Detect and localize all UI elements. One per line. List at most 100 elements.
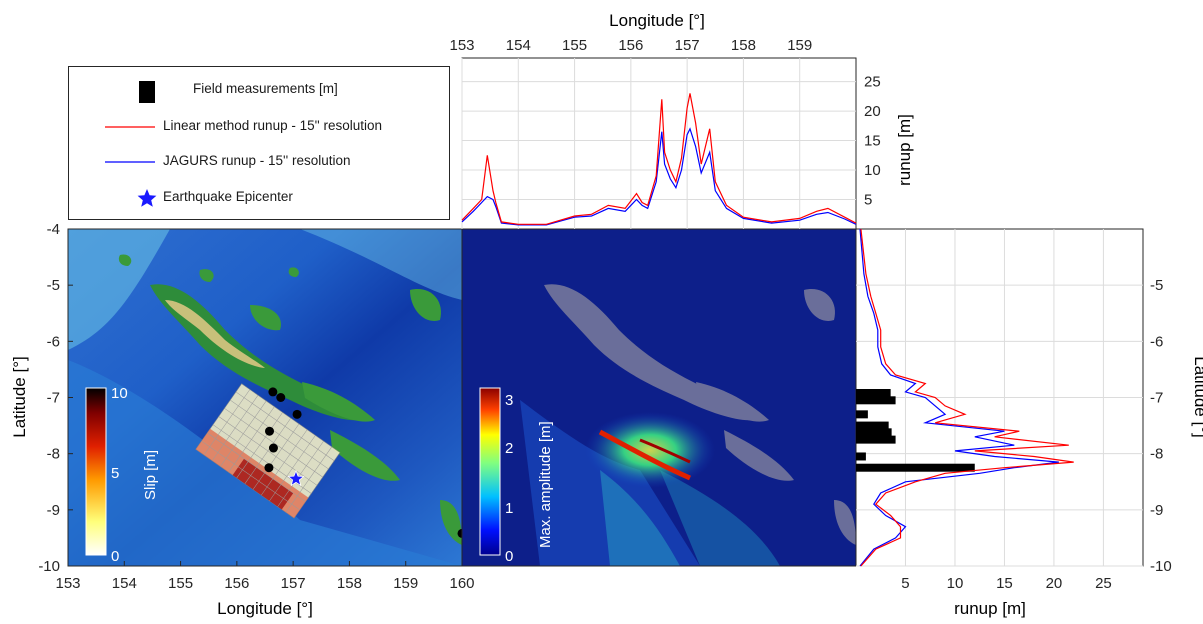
top-x-tick-label: 159 — [787, 37, 812, 54]
sim-wave-lobe-3 — [660, 470, 780, 566]
right-jagurs-runup-line — [859, 228, 1059, 567]
right-x-tick-label: 10 — [947, 575, 964, 592]
amp-colorbar-label: Max. amplitude [m] — [537, 421, 554, 548]
top-x-tick-label: 154 — [506, 37, 531, 54]
right-x-tick-label: 20 — [1046, 575, 1063, 592]
legend: Field measurements [m] Linear method run… — [68, 66, 450, 220]
map-x-tick-label: 154 — [112, 575, 137, 592]
epicenter-marker — [287, 469, 305, 487]
legend-item-jagurs: JAGURS runup - 15'' resolution — [69, 147, 449, 177]
right-linear-runup-line — [860, 228, 1074, 567]
island-small-5 — [440, 500, 462, 545]
legend-label-linear: Linear method runup - 15'' resolution — [163, 118, 383, 133]
slip-colorbar-tick-5: 5 — [111, 465, 119, 482]
right-y-tick-label: -6 — [1150, 333, 1163, 350]
field-measurement-bar — [856, 463, 975, 472]
right-x-tick-label: 25 — [1095, 575, 1112, 592]
black-bar-icon — [139, 81, 155, 103]
map-deep-south — [68, 360, 462, 566]
sim-land-small — [834, 500, 856, 545]
map-y-tick-label: -5 — [47, 277, 60, 294]
top-y-tick-label: 20 — [864, 103, 881, 120]
map-y-tick-label: -4 — [47, 221, 60, 238]
map-x-tick-label: 155 — [168, 575, 193, 592]
amp-colorbar-tick-1: 1 — [505, 500, 513, 517]
map-y-tick-label: -9 — [47, 502, 60, 519]
field-site-dot — [265, 426, 275, 436]
legend-item-field: Field measurements [m] — [69, 75, 449, 105]
right-runup-grid — [856, 229, 1143, 567]
top-y-tick-label: 5 — [864, 192, 872, 209]
blue-star-icon — [137, 189, 157, 207]
map-y-tick-label: -8 — [47, 446, 60, 463]
sim-peak-band-2 — [639, 438, 691, 464]
map-y-ticks: -4-5-6-7-8-9-10 — [38, 221, 73, 575]
island-highlands — [165, 300, 265, 368]
max-amplitude-map — [462, 229, 856, 566]
map-x-tick-label: 159 — [393, 575, 418, 592]
map-x-tick-label: 153 — [55, 575, 80, 592]
legend-label-field: Field measurements [m] — [193, 81, 338, 96]
top-y-tick-label: 15 — [864, 133, 881, 150]
sim-peak-band-1 — [598, 429, 691, 481]
top-y-ticks: 5 10 15 20 25 — [864, 74, 881, 209]
island-new-georgia — [330, 430, 400, 481]
right-y-label: Latitude [°] — [1191, 356, 1203, 437]
field-measurement-bars — [856, 389, 975, 472]
field-measurement-bar — [856, 452, 866, 461]
bathymetry-map — [68, 229, 462, 566]
top-y-tick-label: 25 — [864, 74, 881, 91]
top-x-tick-label: 153 — [449, 37, 474, 54]
field-measurement-bar — [856, 428, 892, 437]
map-x-tick-label: 156 — [224, 575, 249, 592]
top-x-label: Longitude [°] — [609, 11, 705, 30]
top-y-label: runup [m] — [895, 114, 914, 186]
amp-colorbar-tick-3: 3 — [505, 392, 513, 409]
sim-wave-center — [585, 412, 715, 488]
right-y-tick-label: -8 — [1150, 446, 1163, 463]
slip-colorbar: 10 5 0 Slip [m] — [85, 385, 159, 565]
sim-wave-lobe-2 — [600, 470, 680, 566]
amplitude-colorbar: 3 2 1 0 Max. amplitude [m] — [479, 387, 554, 565]
field-site-dot — [268, 387, 278, 397]
right-y-tick-label: -10 — [1150, 558, 1172, 575]
map-y-label: Latitude [°] — [10, 356, 29, 437]
top-y-tick-label: 10 — [864, 162, 881, 179]
top-x-tick-label: 155 — [562, 37, 587, 54]
map-y-tick-label: -6 — [47, 333, 60, 350]
map-x-label: Longitude [°] — [217, 599, 313, 618]
right-x-tick-label: 15 — [996, 575, 1013, 592]
fault-slip-grid — [195, 383, 341, 519]
island-bougainville — [150, 284, 365, 421]
map-shallow-shelf — [68, 229, 170, 350]
island-choiseul — [302, 382, 375, 422]
field-measurement-bar — [856, 396, 896, 405]
field-site-markers — [264, 387, 462, 538]
field-measurement-bar — [856, 389, 891, 398]
blue-line-icon — [105, 161, 155, 163]
field-site-dot — [264, 463, 274, 473]
legend-item-linear: Linear method runup - 15'' resolution — [69, 112, 449, 142]
sim-land-new-georgia — [724, 430, 794, 481]
epicenter-star — [287, 469, 305, 487]
right-x-label: runup [m] — [954, 599, 1026, 618]
right-y-tick-label: -9 — [1150, 502, 1163, 519]
legend-label-jagurs: JAGURS runup - 15'' resolution — [163, 153, 351, 168]
sim-land-ontong — [804, 289, 835, 321]
field-site-dot — [292, 409, 302, 419]
right-y-tick-label: -7 — [1150, 390, 1163, 407]
legend-item-epicenter: Earthquake Epicenter — [69, 183, 449, 213]
field-measurement-bar — [856, 410, 868, 419]
sim-land-choiseul — [696, 382, 769, 422]
sim-wave-lobe-1 — [520, 400, 700, 566]
slip-colorbar-tick-0: 0 — [111, 548, 119, 565]
field-site-dot — [457, 528, 462, 538]
right-y-ticks: -5-6-7-8-9-10 — [1150, 277, 1172, 575]
map-x-tick-label: 158 — [337, 575, 362, 592]
map-shallow-east — [300, 229, 462, 300]
map-x-tick-label: 157 — [281, 575, 306, 592]
